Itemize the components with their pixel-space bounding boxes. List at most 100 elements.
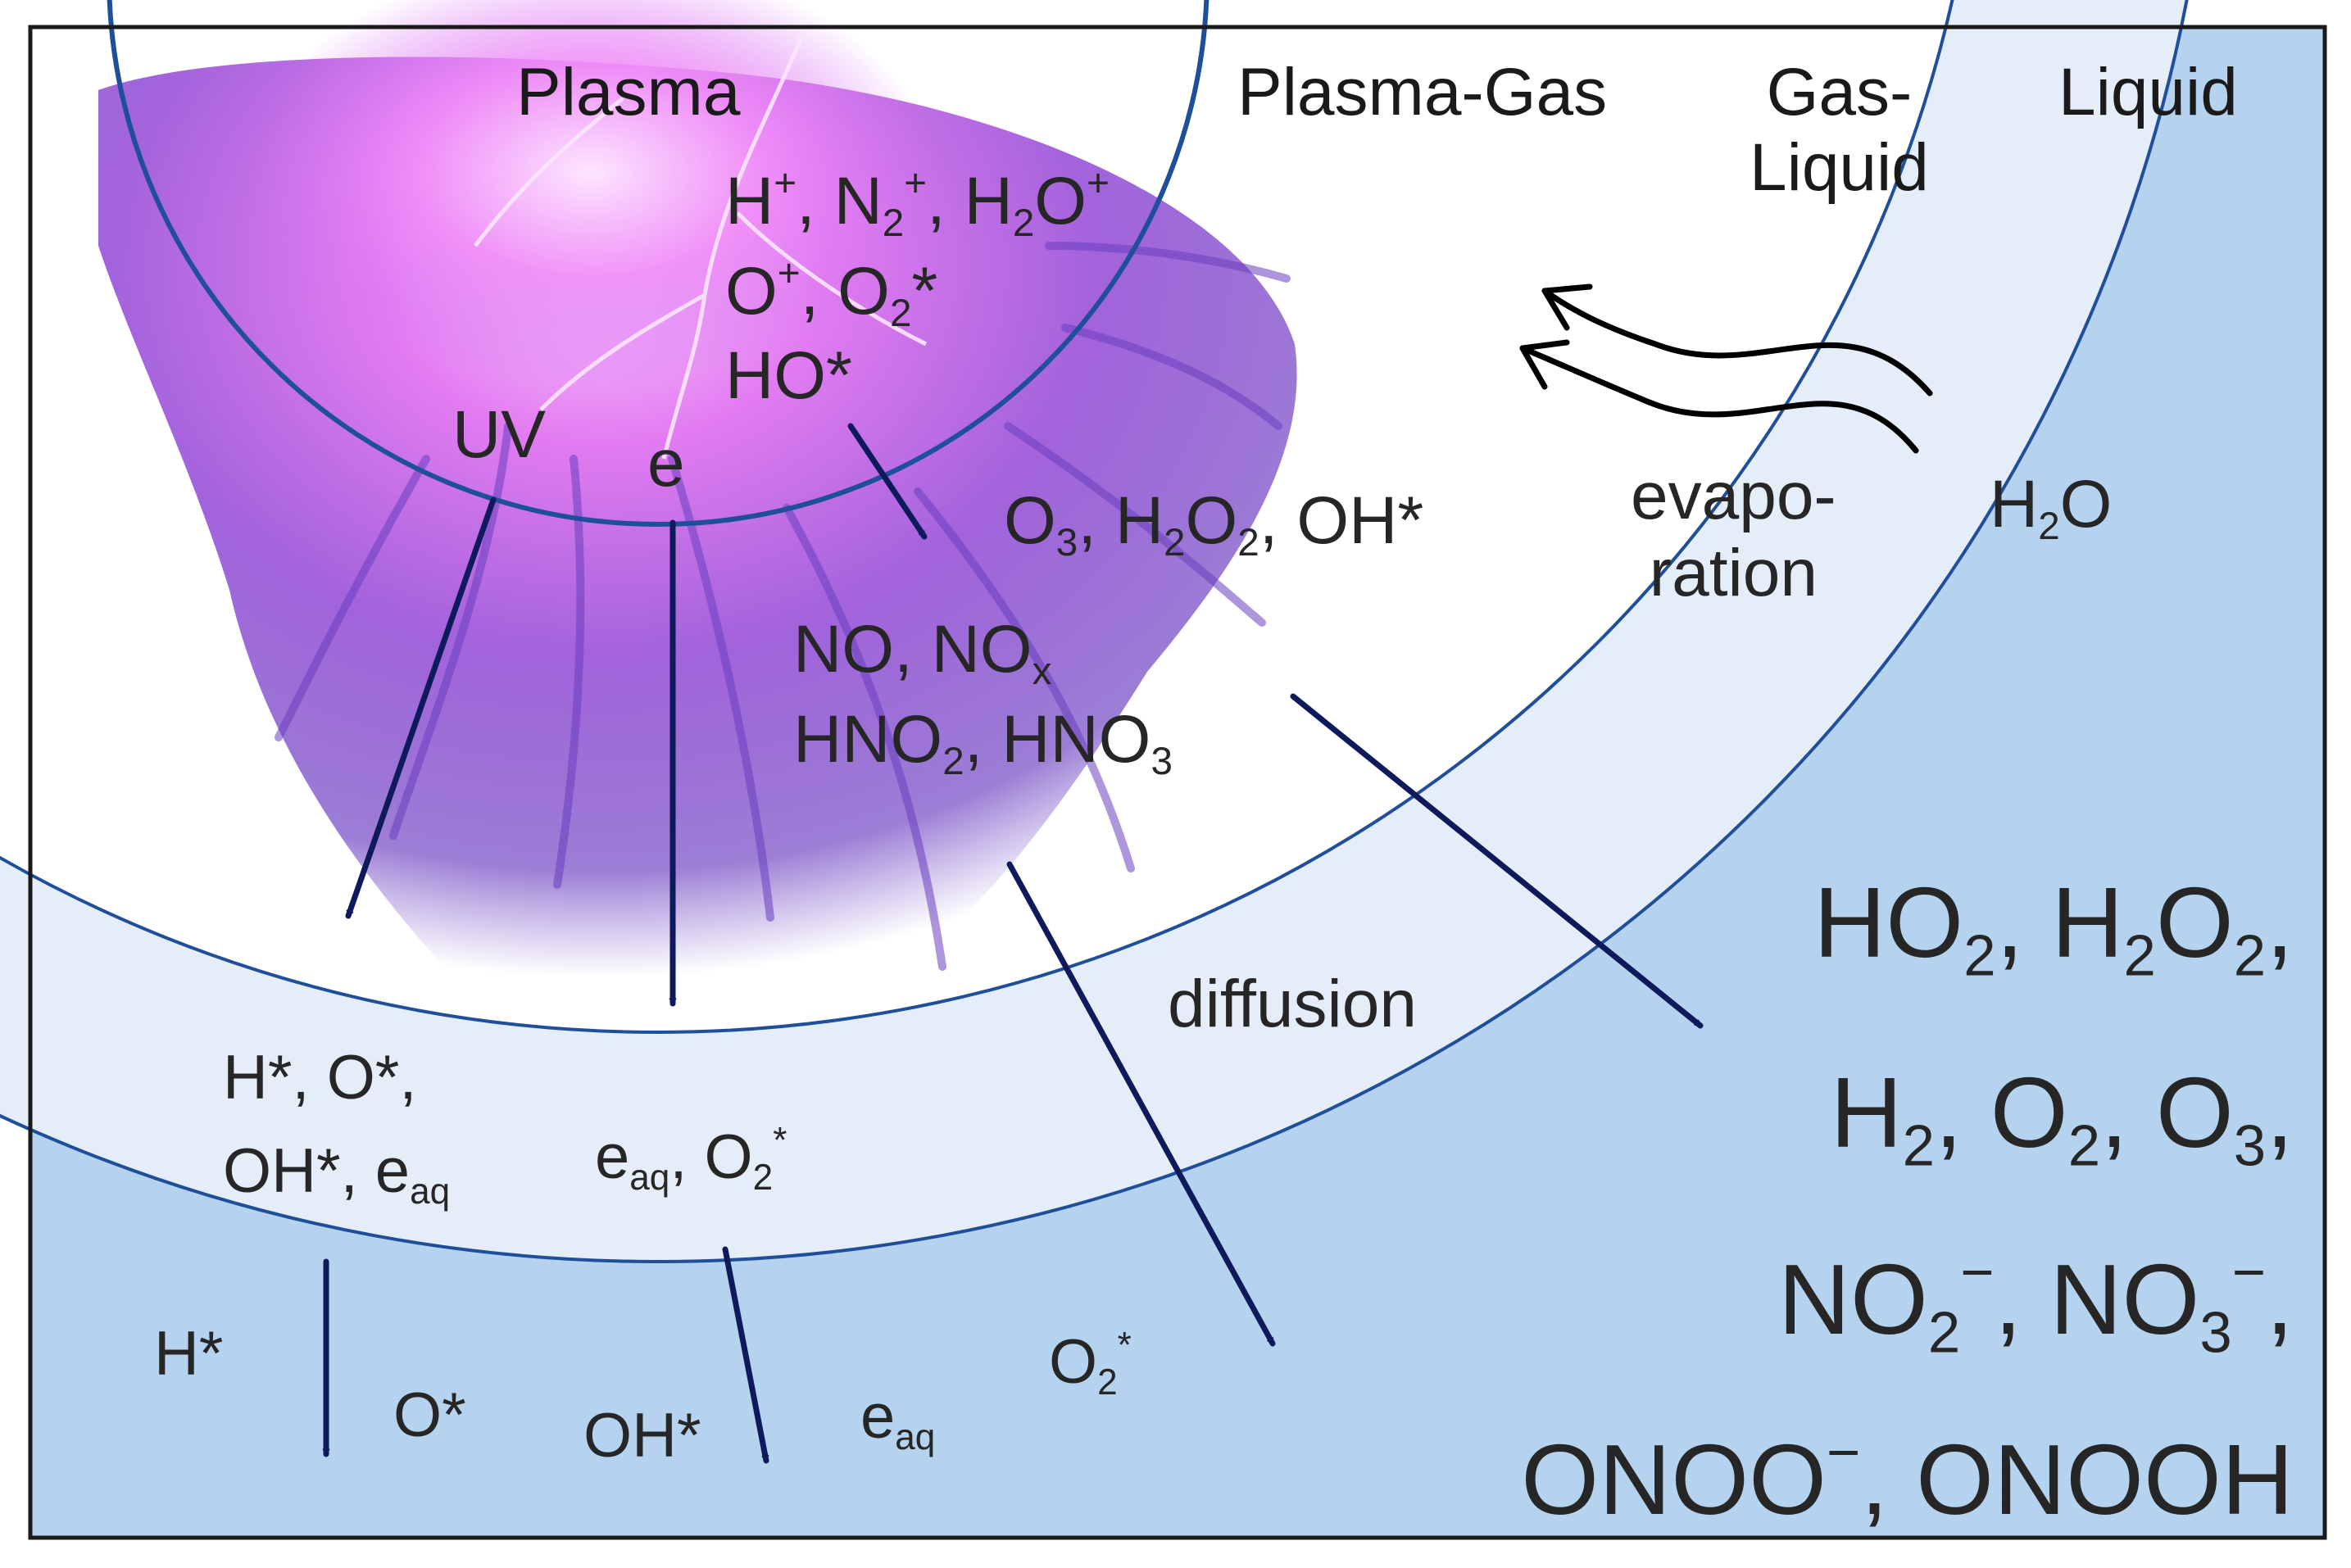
ion-sep-1: , xyxy=(797,164,834,238)
liquid-eaq: eaq xyxy=(860,1386,935,1456)
diffusion-arrow-gas xyxy=(1006,861,1276,1347)
gas-h2o2-sub-2: 2 xyxy=(1237,521,1259,565)
ll-no2-sub: 2 xyxy=(1927,1299,1961,1365)
liquid-h: H* xyxy=(154,1319,224,1389)
interface-radicals-line2: OH*, eaq xyxy=(223,1140,450,1210)
plasma-boundary xyxy=(107,0,1210,527)
ll-o3-sub: 3 xyxy=(2233,1113,2267,1178)
long-lived-line4: ONOO−, ONOOH xyxy=(1521,1423,2294,1529)
gas-hno3-sub: 3 xyxy=(1151,740,1173,784)
plasma-ions-line2: O+, O2* xyxy=(725,253,937,333)
ion-n2-charge: + xyxy=(904,161,928,205)
diffusion-arrow-liquid xyxy=(1290,693,1704,1029)
ion-h2o-sub: 2 xyxy=(1012,202,1035,246)
label-diffusion: diffusion xyxy=(1168,967,1417,1041)
gas-products-line1: O3, H2O2, OH* xyxy=(1004,487,1423,563)
ll-no3: , NO xyxy=(1994,1244,2200,1355)
ll-no3-sub: 3 xyxy=(2199,1299,2232,1365)
ll-h2o2-h: , H xyxy=(1995,867,2124,978)
interface-o2: , O xyxy=(669,1122,753,1192)
liquid-oh: OH* xyxy=(583,1401,701,1471)
excited-o2-star: * xyxy=(911,254,938,329)
ion-h2o-o: O xyxy=(1034,164,1087,238)
radical-arrow-2 xyxy=(722,1246,769,1464)
ll-end-1: , xyxy=(2266,867,2294,978)
ll-h2o2-sub-1: 2 xyxy=(2123,922,2156,988)
label-e: e xyxy=(647,426,685,501)
zone-plasma-gas: Plasma-Gas xyxy=(1237,55,1608,129)
ion-o-charge: + xyxy=(777,251,801,295)
ion-arrow xyxy=(847,423,928,540)
ion-n2-sub: 2 xyxy=(882,202,905,246)
ion-n2: N xyxy=(833,164,883,238)
liquid-o2-sub: 2 xyxy=(1097,1362,1118,1403)
ll-o2-sub: 2 xyxy=(2067,1113,2101,1178)
ll-h2: H xyxy=(1830,1057,1903,1168)
ll-h2o2-sub-2: 2 xyxy=(2233,922,2267,988)
label-evaporation-line1: evapo- xyxy=(1631,459,1836,533)
ll-onoo: ONOO xyxy=(1521,1424,1827,1535)
ll-o3: , O xyxy=(2100,1057,2234,1168)
gas-products-line2: NO, NOx xyxy=(793,616,1051,691)
liquid-o: O* xyxy=(393,1380,466,1450)
ll-h2-sub: 2 xyxy=(1902,1113,1935,1178)
liquid-e-sub: aq xyxy=(895,1417,936,1458)
gas-o3-sub: 3 xyxy=(1055,521,1078,565)
ll-no2-charge: − xyxy=(1960,1239,1995,1305)
ll-end-3: , xyxy=(2266,1244,2294,1355)
interface-eaq-sub: aq xyxy=(410,1171,451,1212)
ll-no2: NO xyxy=(1777,1244,1928,1355)
interface-o2-sub: 2 xyxy=(752,1158,774,1199)
excited-o2: O xyxy=(837,254,890,329)
gas-h2o2-h: , H xyxy=(1078,483,1164,558)
long-lived-line1: HO2, H2O2, xyxy=(1813,872,2294,985)
ll-ho2-sub: 2 xyxy=(1963,922,1996,988)
ion-h-charge: + xyxy=(774,161,797,205)
label-uv: UV xyxy=(452,397,546,472)
gas-hno3: , HNO xyxy=(964,702,1151,777)
gas-o3: O xyxy=(1004,483,1056,558)
evaporation-arrows xyxy=(1519,283,1933,454)
water-sub: 2 xyxy=(2038,505,2060,549)
interface-e-sub: aq xyxy=(629,1158,670,1199)
excited-o2-sub: 2 xyxy=(889,292,912,336)
ll-onoo-charge: − xyxy=(1826,1420,1861,1485)
water-o: O xyxy=(2059,467,2113,542)
ion-o: O xyxy=(725,254,778,329)
gas-hno2: HNO xyxy=(793,702,943,777)
ion-h2o-charge: + xyxy=(1087,161,1110,205)
gas-nox-sub: x xyxy=(1032,650,1052,694)
ion-sep-2: , xyxy=(927,164,964,238)
zone-liquid: Liquid xyxy=(2058,55,2238,129)
gas-products-line3: HNO2, HNO3 xyxy=(793,706,1173,782)
ion-h: H xyxy=(725,164,774,238)
interface-radicals-line1: H*, O*, xyxy=(223,1043,417,1113)
ion-sep-3: , xyxy=(800,254,838,329)
ll-o2: , O xyxy=(1935,1057,2068,1168)
ion-h2o-h: H xyxy=(964,164,1013,238)
interface-oh: OH*, e xyxy=(223,1136,411,1206)
interface-e: e xyxy=(595,1122,630,1192)
frame xyxy=(28,25,2327,1540)
label-evaporation-line2: ration xyxy=(1649,536,1818,610)
plasma-ions-line1: H+, N2+, H2O+ xyxy=(725,163,1110,242)
long-lived-line2: H2, O2, O3, xyxy=(1831,1063,2294,1175)
interface-o2-star: * xyxy=(773,1120,787,1161)
gas-hno2-sub: 2 xyxy=(942,740,964,784)
gas-h2o2-o: O xyxy=(1185,483,1238,558)
liquid-o2-o: O xyxy=(1049,1327,1098,1397)
interface-eaq-o2: eaq, O2* xyxy=(595,1122,787,1196)
zone-plasma: Plasma xyxy=(516,55,741,129)
ll-h2o2-o: O xyxy=(2155,867,2234,978)
ll-onooh: , ONOOH xyxy=(1860,1424,2294,1535)
liquid-e: e xyxy=(860,1382,896,1452)
ll-no3-charge: − xyxy=(2231,1239,2267,1305)
uv-arrow xyxy=(345,496,497,919)
liquid-o2: O2* xyxy=(1049,1327,1132,1401)
zone-gas-liquid-line2: Liquid xyxy=(1750,130,1929,205)
gas-oh: , OH* xyxy=(1259,483,1424,558)
gas-no: NO, NO xyxy=(793,612,1033,687)
ll-ho2: HO xyxy=(1813,867,1964,978)
